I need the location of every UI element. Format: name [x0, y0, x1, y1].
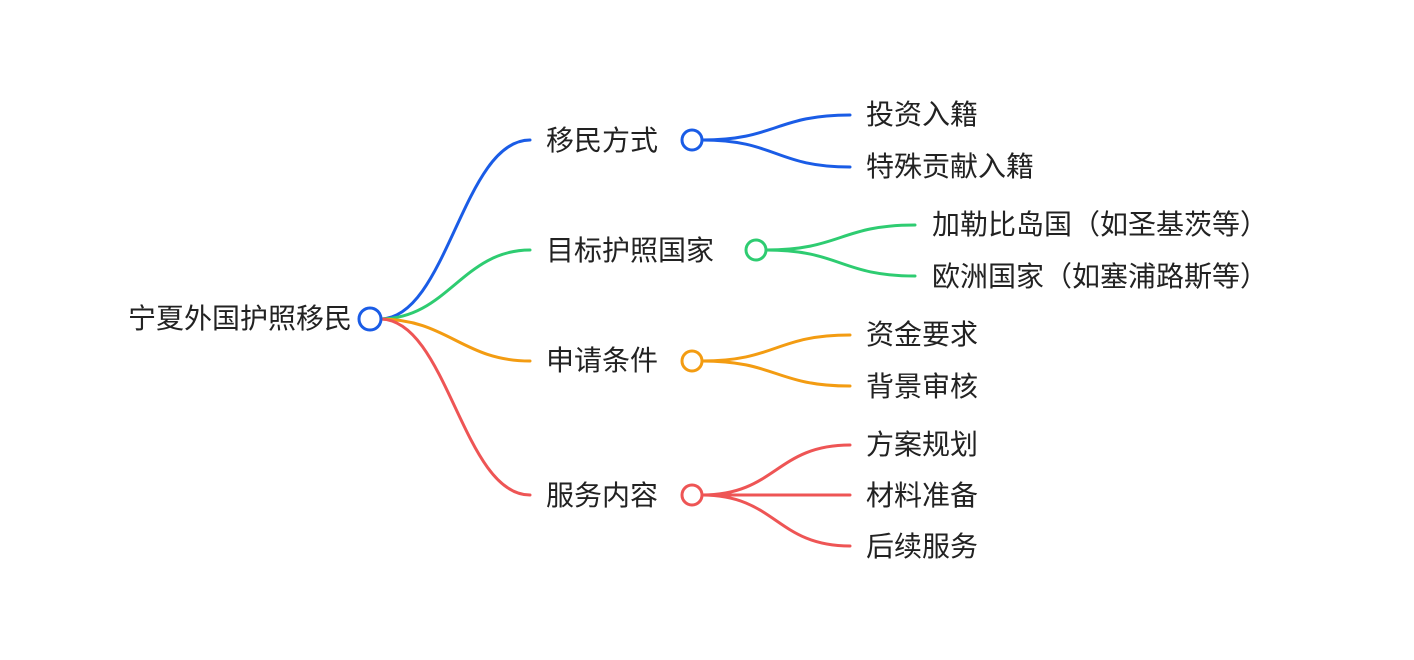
leaf-node-label: 方案规划 — [866, 428, 979, 461]
leaf-node-label: 背景审核 — [866, 370, 979, 403]
branch-to-leaf-connector — [764, 248, 917, 278]
branch-toggle-circle[interactable] — [680, 349, 704, 373]
root-to-branch-connector — [378, 138, 532, 321]
leaf-node-label: 投资入籍 — [866, 98, 979, 131]
branch-toggle-circle[interactable] — [744, 238, 768, 262]
root-to-branch-connector — [378, 317, 532, 497]
branch-toggle-circle[interactable] — [680, 128, 704, 152]
branch-to-leaf-connector — [700, 138, 852, 169]
branch-to-leaf-connector — [700, 359, 852, 388]
root-toggle-circle[interactable] — [357, 306, 383, 332]
leaf-node-label: 特殊贡献入籍 — [866, 150, 1035, 183]
branch-toggle-circle[interactable] — [680, 483, 704, 507]
leaf-node-label: 加勒比岛国（如圣基茨等） — [932, 208, 1269, 241]
branch-to-leaf-connector — [700, 113, 852, 142]
branch-node-label: 目标护照国家 — [546, 234, 715, 267]
branch-to-leaf-connector — [700, 333, 852, 363]
root-to-branch-connector — [378, 317, 532, 363]
branch-to-leaf-connector — [700, 493, 852, 548]
branch-to-leaf-connector — [764, 223, 917, 252]
branch-node-label: 申请条件 — [546, 344, 659, 377]
leaf-node-label: 资金要求 — [866, 318, 979, 351]
leaf-node-label: 材料准备 — [866, 479, 979, 512]
root-node-label: 宁夏外国护照移民 — [127, 302, 352, 335]
root-to-branch-connector — [378, 248, 532, 321]
leaf-node-label: 后续服务 — [866, 530, 979, 563]
branch-node-label: 服务内容 — [546, 479, 659, 512]
branch-node-label: 移民方式 — [546, 124, 659, 157]
branch-to-leaf-connector — [700, 443, 852, 497]
leaf-node-label: 欧洲国家（如塞浦路斯等） — [932, 260, 1269, 293]
